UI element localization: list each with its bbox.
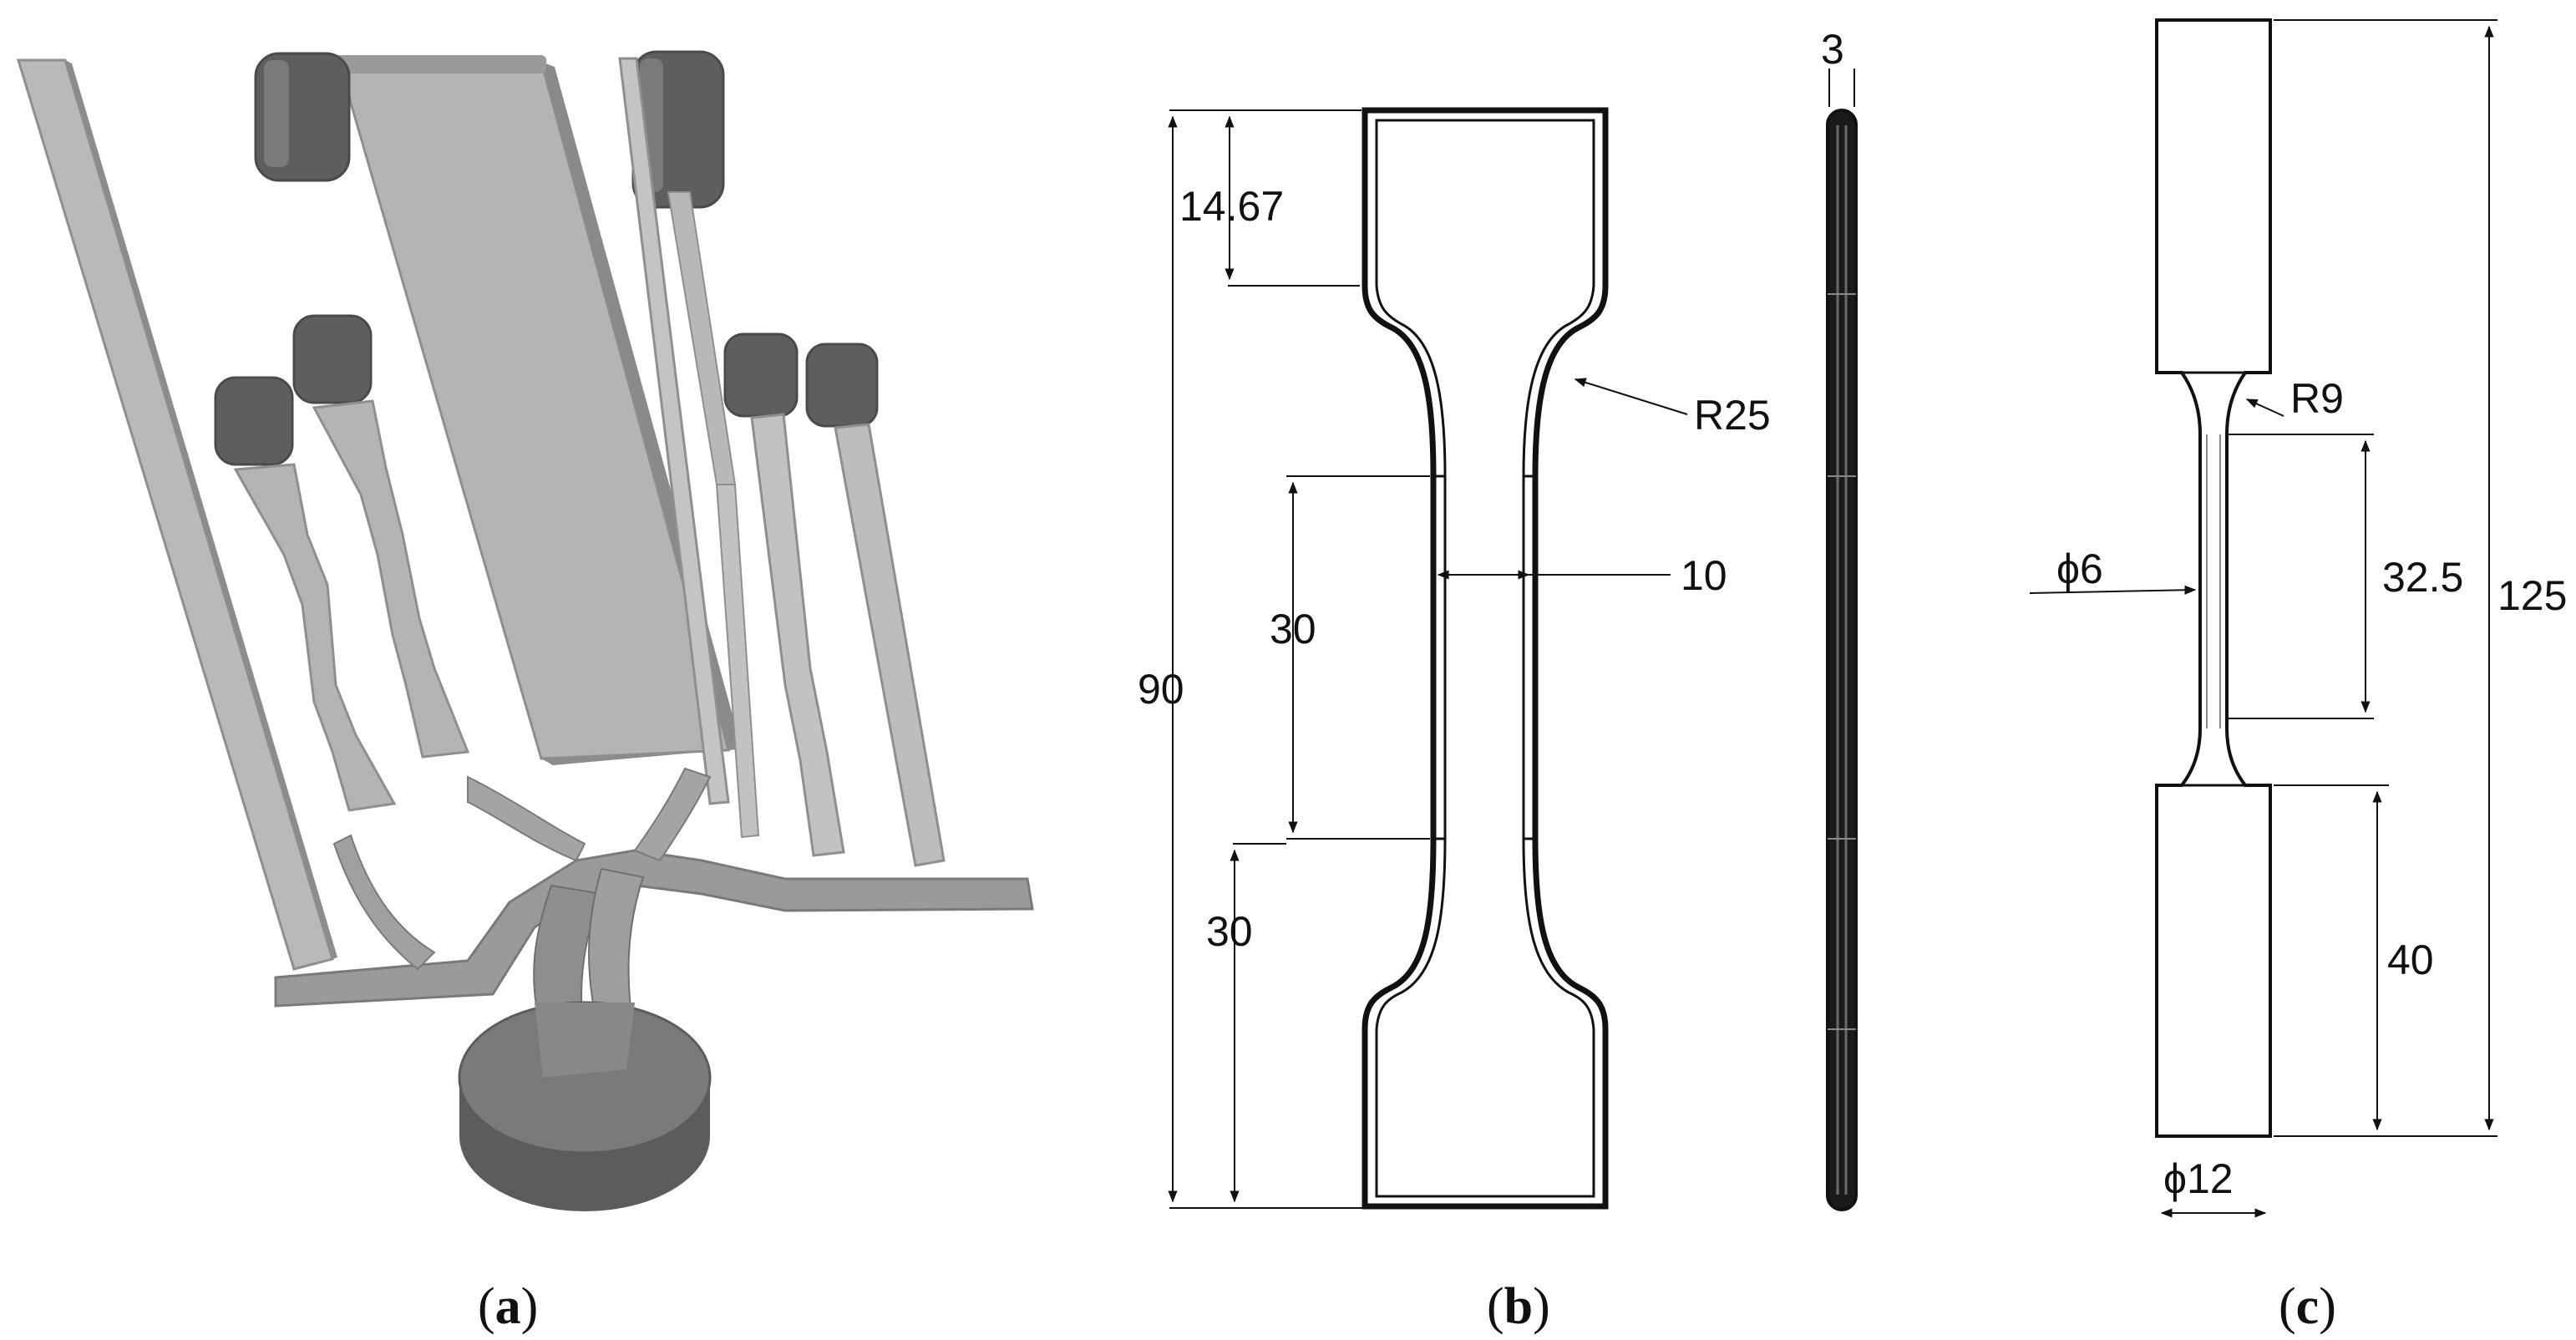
feeder-cap: [214, 376, 294, 466]
dim-gauge-width: 10: [1681, 552, 1727, 599]
round-specimen-outline: [2155, 18, 2272, 1138]
flat-specimen-drawing: [1168, 69, 1858, 1211]
dim-total-length: 90: [1138, 666, 1184, 713]
caption-panel-b: (b): [1487, 1278, 1550, 1335]
flat-dogbone-casting: [312, 399, 470, 759]
dim-gauge-length: 30: [1270, 606, 1316, 652]
round-specimen-drawing: [2029, 18, 2497, 1218]
runner-channel: [274, 849, 1034, 1008]
caption-panel-a: (a): [478, 1278, 538, 1335]
feeder-cap: [723, 332, 799, 418]
casting-assembly-3d: [16, 50, 1034, 1211]
round-tensile-bar: [618, 57, 730, 805]
square-bar-casting: [834, 423, 946, 867]
dim-fillet-radius: R9: [2290, 375, 2344, 422]
dim-grip-length: 40: [2387, 936, 2434, 983]
feeder-cap: [292, 314, 373, 404]
dim-grip-diameter: ϕ12: [2163, 1155, 2234, 1202]
round-tensile-bar: [750, 413, 845, 857]
dim-thickness: 3: [1821, 26, 1844, 73]
dim-lower-length: 30: [1206, 908, 1253, 955]
dim-gauge-diameter: ϕ6: [2056, 546, 2103, 592]
flat-specimen-side-view: [1826, 109, 1858, 1211]
flat-specimen-outline: [1362, 107, 1609, 1210]
dim-fillet-radius: R25: [1694, 392, 1771, 439]
caption-panel-c: (c): [2279, 1278, 2336, 1335]
dim-grip-length: 14.67: [1179, 183, 1284, 230]
dim-gauge-length: 32.5: [2382, 554, 2463, 601]
dim-total-length: 125: [2497, 572, 2567, 619]
feeder-cap: [805, 343, 879, 428]
flat-dogbone-casting: [233, 463, 397, 812]
